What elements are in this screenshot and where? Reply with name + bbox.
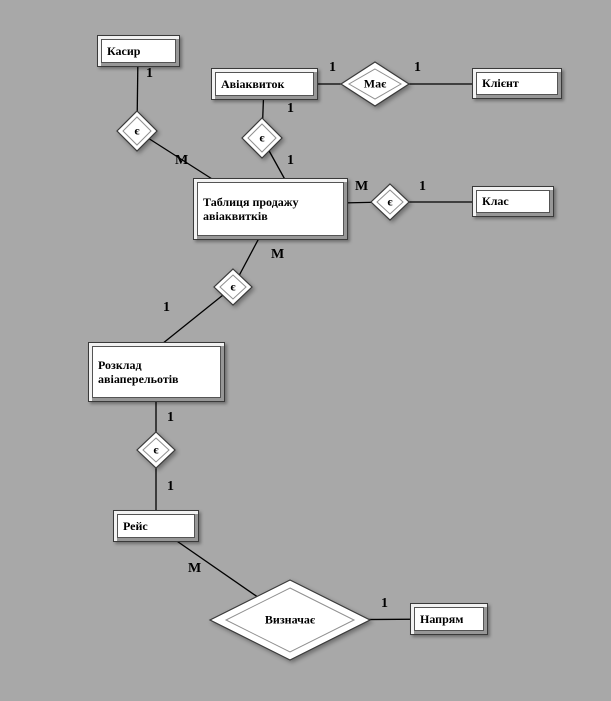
edge-ye4-rozklad	[151, 286, 234, 353]
cardinality-tablytsia-ye3: M	[355, 179, 369, 194]
cardinality-vyznachaie-napriam: 1	[381, 596, 388, 611]
relationship-label-ye-5: є	[153, 442, 159, 457]
relationship-ye-1-shape	[116, 110, 158, 152]
cardinality-ye2-tablytsia: 1	[287, 153, 294, 168]
cardinality-rozklad-ye5: 1	[167, 410, 174, 425]
relationship-ye-4-shape	[213, 268, 253, 306]
entity-reis: Рейс	[113, 510, 199, 542]
cardinality-aviakvytok-maie: 1	[329, 60, 336, 75]
relationship-maie-shape	[339, 61, 411, 107]
entity-kasyr: Касир	[97, 35, 180, 67]
cardinality-aviakvytok-ye2: 1	[287, 101, 294, 116]
cardinality-kasyr-ye1: 1	[146, 66, 153, 81]
entity-rozklad-aviaperelotiv: Розклад авіаперельотів	[88, 342, 225, 402]
entity-label: Рейс	[123, 518, 148, 533]
relationship-label-vyznachaie: Визначає	[264, 612, 316, 627]
entity-napriam: Напрям	[410, 603, 488, 635]
entity-klas: Клас	[472, 186, 554, 217]
cardinality-reis-vyznachaie: M	[188, 561, 202, 576]
cardinality-ye3-klas: 1	[419, 179, 426, 194]
cardinality-ye5-reis: 1	[167, 479, 174, 494]
relationship-label-ye-2: є	[259, 130, 265, 145]
relationship-ye-5-shape	[136, 431, 176, 469]
entity-label: Напрям	[420, 611, 464, 626]
relationship-ye-3-shape	[370, 183, 410, 221]
relationship-label-maie: Має	[363, 76, 387, 91]
relationship-label-ye-4: є	[230, 279, 236, 294]
relationship-vyznachaie-shape	[208, 579, 372, 661]
cardinality-tablytsia-ye4: M	[271, 247, 285, 262]
entity-klient: Клієнт	[472, 68, 562, 99]
entity-label: Клієнт	[482, 76, 519, 91]
entity-label: Таблиця продажу авіаквитків	[203, 194, 299, 223]
entity-tablytsia-prodazhu: Таблиця продажу авіаквитків	[193, 178, 348, 240]
cardinality-ye1-tablytsia: M	[175, 153, 189, 168]
cardinality-ye4-rozklad: 1	[163, 300, 170, 315]
relationship-label-ye-1: є	[134, 123, 140, 138]
entity-label: Касир	[107, 43, 141, 58]
cardinality-maie-klient: 1	[414, 60, 421, 75]
relationship-label-ye-3: є	[387, 194, 393, 209]
relationship-ye-2-shape	[241, 117, 283, 159]
entity-label: Клас	[482, 194, 509, 209]
entity-aviakvytok: Авіаквиток	[211, 68, 318, 100]
entity-label: Авіаквиток	[221, 76, 285, 91]
entity-label: Розклад авіаперельотів	[98, 357, 179, 386]
